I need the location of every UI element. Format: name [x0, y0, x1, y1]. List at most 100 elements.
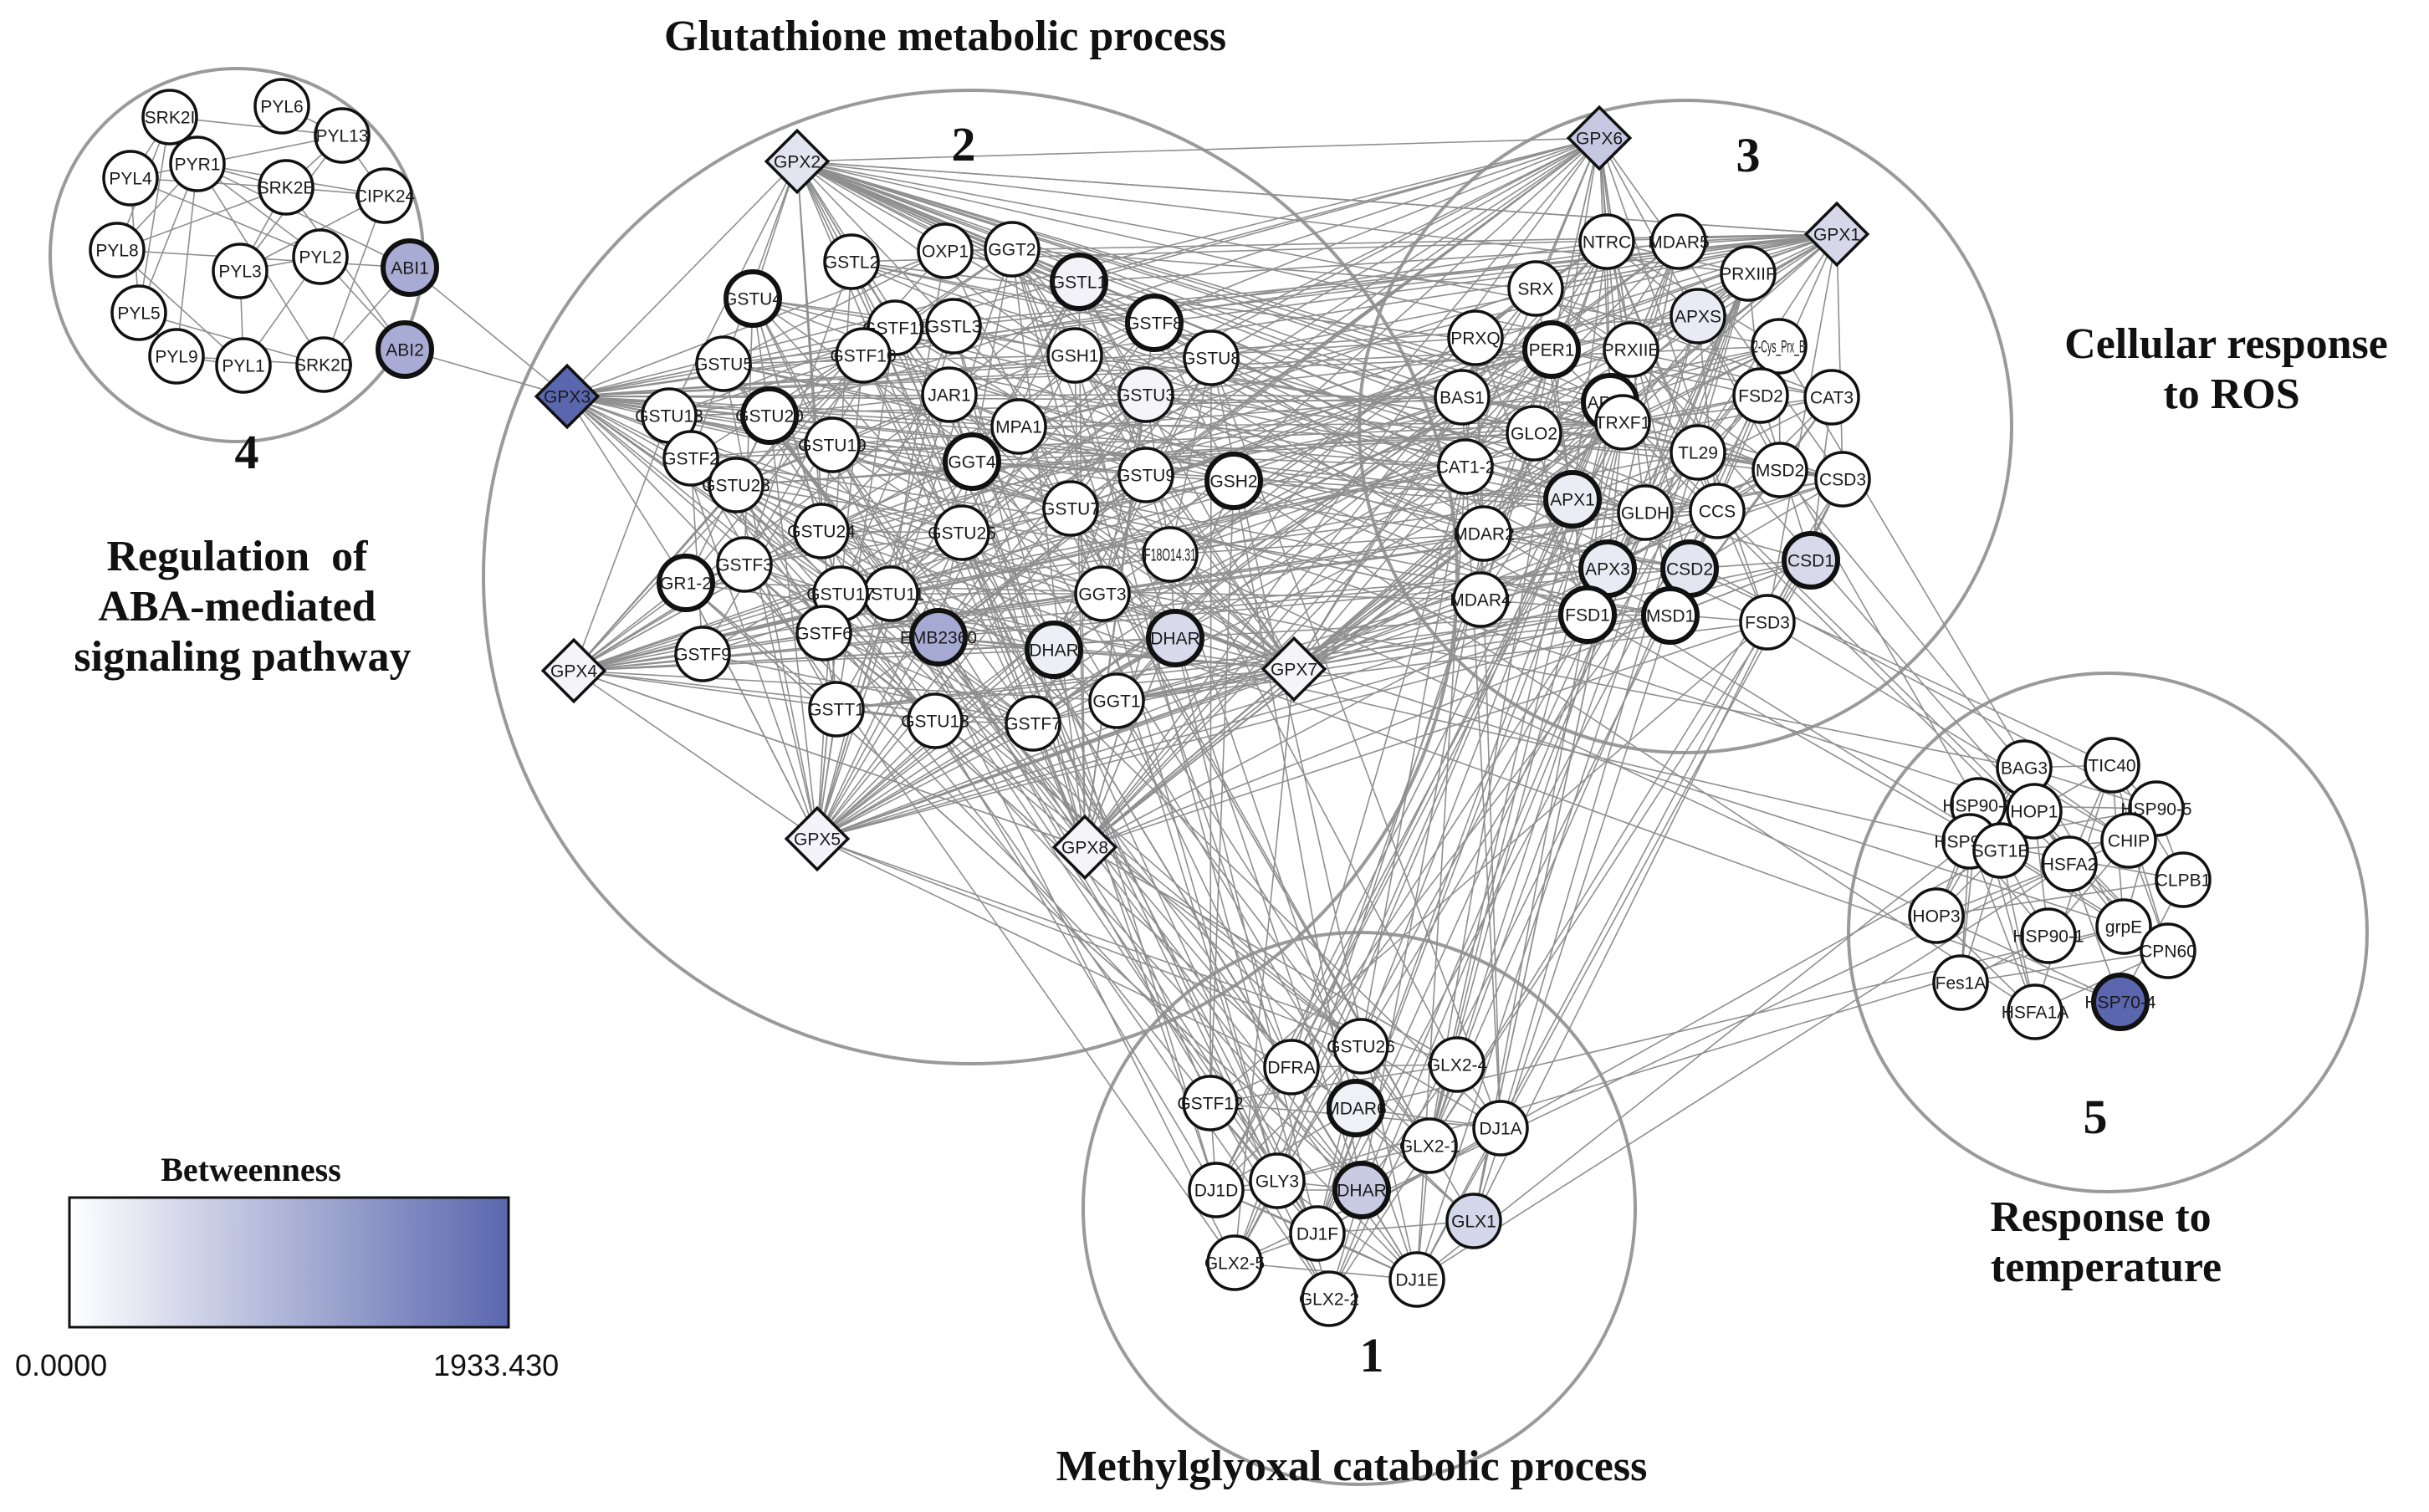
gene-node-circle[interactable]	[1689, 483, 1746, 539]
gene-node-circle[interactable]	[921, 366, 978, 423]
gene-node-circle[interactable]	[674, 626, 731, 682]
gene-node-srx[interactable]: SRX	[1507, 260, 1564, 317]
gene-node-circle[interactable]	[1332, 1161, 1391, 1219]
gene-node-csd3[interactable]: CSD3	[1814, 451, 1871, 508]
gene-node-circle[interactable]	[1507, 260, 1564, 317]
gene-node-dj1f[interactable]: DJ1F	[1289, 1205, 1346, 1262]
gene-node-ntrc[interactable]: NTRC	[1578, 213, 1635, 270]
gene-node-glx1[interactable]: GLX1	[1445, 1193, 1502, 1249]
gene-node-gstu19[interactable]: GSTU19	[798, 416, 867, 473]
gene-node-fsd1[interactable]: FSD1	[1558, 585, 1617, 644]
gene-node-circle[interactable]	[1558, 585, 1617, 644]
gene-node-circle[interactable]	[984, 221, 1041, 278]
gene-node-circle[interactable]	[1972, 822, 2029, 879]
gene-node-ggt4[interactable]: GGT4	[943, 432, 1001, 491]
gene-node-circle[interactable]	[212, 243, 268, 299]
gene-node-hsfa1a[interactable]: HSFA1A	[2002, 983, 2069, 1040]
gene-node-gstt1[interactable]: GSTT1	[808, 681, 865, 738]
gene-node-circle[interactable]	[1739, 594, 1796, 651]
gene-node-diamond[interactable]	[1051, 814, 1118, 881]
gene-node-circle[interactable]	[258, 159, 314, 216]
gene-node-gpx1[interactable]: GPX1	[1803, 201, 1870, 268]
gene-node-gstl3[interactable]: GSTL3	[925, 298, 982, 355]
gene-node-circle[interactable]	[835, 327, 892, 384]
gene-node-circle[interactable]	[1594, 394, 1651, 451]
gene-node-gpx3[interactable]: GPX3	[534, 363, 601, 430]
gene-node-circle[interactable]	[314, 107, 371, 164]
gene-node-glo2[interactable]: GLO2	[1506, 405, 1562, 462]
gene-node-circle[interactable]	[2091, 973, 2150, 1031]
gene-node-gstf12[interactable]: GSTF12	[1177, 1075, 1244, 1131]
gene-node-pyl6[interactable]: PYL6	[253, 78, 310, 135]
gene-node-gpx6[interactable]: GPX6	[1566, 105, 1633, 171]
gene-node-bag3[interactable]: BAG3	[1996, 739, 2053, 796]
gene-node-hsfa2[interactable]: HSFA2	[2041, 835, 2098, 892]
gene-node-circle[interactable]	[1249, 1152, 1306, 1209]
gene-node-circle[interactable]	[381, 238, 439, 297]
gene-node-cat3[interactable]: CAT3	[1803, 369, 1860, 426]
gene-node-circle[interactable]	[1142, 526, 1199, 583]
gene-node-circle[interactable]	[2095, 898, 2152, 955]
gene-node-circle[interactable]	[2084, 737, 2140, 794]
gene-node-circle[interactable]	[1472, 1100, 1529, 1157]
gene-node-circle[interactable]	[793, 503, 850, 559]
gene-node-gstl1[interactable]: GSTL1	[1050, 253, 1108, 311]
gene-node-circle[interactable]	[1332, 1018, 1389, 1075]
gene-node-circle[interactable]	[1732, 367, 1789, 424]
gene-node-circle[interactable]	[1117, 447, 1174, 503]
gene-node-apxs[interactable]: APXS	[1670, 288, 1726, 345]
gene-node-prxiif[interactable]: PRXIIF	[1720, 245, 1777, 302]
gene-node-circle[interactable]	[148, 328, 205, 385]
gene-node-srk2i[interactable]: SRK2I	[141, 89, 198, 146]
gene-node-diamond[interactable]	[784, 805, 851, 872]
gene-node-chip[interactable]: CHIP	[2100, 812, 2157, 869]
gene-node-diamond[interactable]	[764, 128, 831, 195]
gene-node-glx2-2[interactable]: GLX2-2	[1299, 1270, 1359, 1327]
gene-node-circle[interactable]	[823, 233, 880, 290]
gene-node-ggt3[interactable]: GGT3	[1074, 565, 1131, 622]
gene-node-circle[interactable]	[1146, 609, 1204, 667]
gene-node-gpx2[interactable]: GPX2	[764, 128, 831, 195]
gene-node-circle[interactable]	[253, 78, 310, 135]
gene-node-cipk24[interactable]: CIPK24	[355, 167, 416, 224]
gene-node-circle[interactable]	[1814, 451, 1871, 508]
gene-node-gstu26[interactable]: GSTU26	[1327, 1018, 1395, 1075]
gene-node-gstf6[interactable]: GSTF6	[795, 605, 852, 662]
gene-node-glx2-5[interactable]: GLX2-5	[1204, 1234, 1265, 1291]
gene-node-gstf8[interactable]: GSTF8	[1125, 294, 1184, 352]
gene-node-apx1[interactable]: APX1	[1543, 470, 1602, 529]
gene-node-pyl1[interactable]: PYL1	[215, 337, 272, 394]
gene-node-circle[interactable]	[1401, 1117, 1458, 1174]
gene-node-circle[interactable]	[110, 284, 167, 341]
gene-node-circle[interactable]	[1206, 1234, 1263, 1291]
gene-node-circle[interactable]	[716, 536, 773, 593]
gene-node-circle[interactable]	[1025, 621, 1083, 679]
gene-node-gstf2[interactable]: GSTF2	[662, 430, 719, 487]
gene-node-circle[interactable]	[925, 298, 982, 355]
gene-node-circle[interactable]	[2006, 783, 2063, 840]
gene-node-circle[interactable]	[1263, 1039, 1320, 1096]
gene-node-circle[interactable]	[990, 398, 1047, 455]
gene-node-circle[interactable]	[376, 320, 434, 379]
gene-node-circle[interactable]	[1455, 505, 1512, 562]
gene-node-srk2d[interactable]: SRK2D	[294, 336, 353, 393]
gene-node-gldh[interactable]: GLDH	[1617, 484, 1674, 541]
gene-node-circle[interactable]	[1327, 1079, 1385, 1137]
gene-node-abi2[interactable]: ABI2	[376, 320, 434, 379]
gene-node-ccs[interactable]: CCS	[1689, 483, 1746, 539]
gene-node-mdar5[interactable]: MDAR5	[1648, 213, 1710, 270]
gene-node-dj1a[interactable]: DJ1A	[1472, 1100, 1529, 1157]
gene-node-circle[interactable]	[89, 222, 146, 278]
gene-node-circle[interactable]	[1437, 438, 1494, 495]
gene-node-circle[interactable]	[740, 386, 799, 445]
gene-node-dhar[interactable]: DHAR	[1146, 609, 1204, 667]
gene-node-circle[interactable]	[1445, 1193, 1502, 1249]
gene-node-f18o14-31[interactable]: F18O14.31	[1142, 526, 1199, 583]
gene-node-gstf3[interactable]: GSTF3	[716, 536, 773, 593]
gene-node-circle[interactable]	[169, 135, 226, 192]
gene-node-circle[interactable]	[1617, 484, 1674, 541]
gene-node-circle[interactable]	[695, 335, 752, 392]
gene-node-circle[interactable]	[1183, 329, 1240, 386]
gene-node-gstu3[interactable]: GSTU3	[1117, 366, 1175, 423]
gene-node-circle[interactable]	[1641, 586, 1700, 645]
